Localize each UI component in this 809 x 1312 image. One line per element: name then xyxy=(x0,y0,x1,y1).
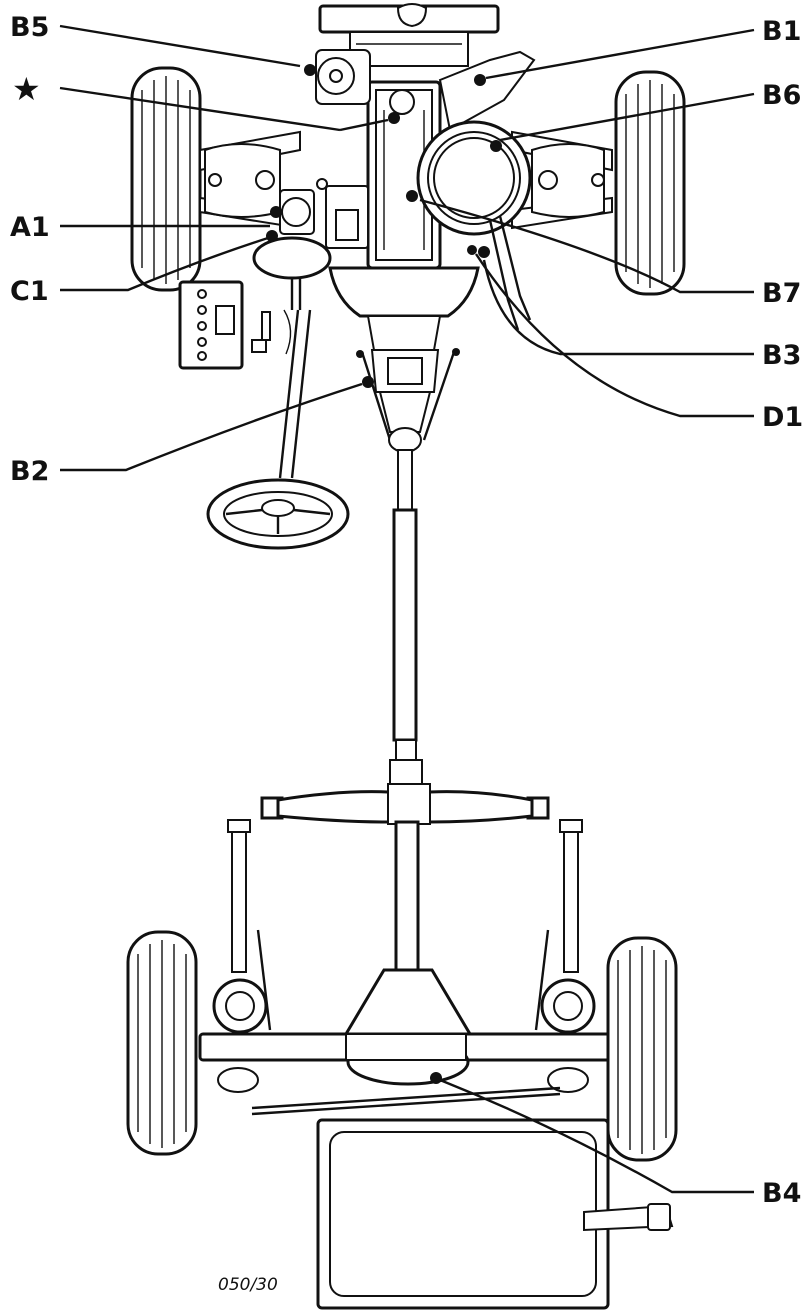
label-B3: B3 xyxy=(762,340,801,371)
label-B7: B7 xyxy=(762,278,801,309)
label-B5: B5 xyxy=(10,12,49,43)
rear-axle xyxy=(198,968,612,1116)
distributor xyxy=(315,49,371,105)
rear-right-wheel xyxy=(606,936,678,1162)
steering-wheel xyxy=(206,309,350,550)
label-B4: B4 xyxy=(762,1178,801,1209)
label-A1: A1 xyxy=(10,212,50,243)
battery xyxy=(178,280,244,370)
front-right-wheel xyxy=(614,70,686,296)
propeller-shaft xyxy=(388,427,423,787)
label-B1: B1 xyxy=(762,16,801,47)
rear-trailing-arms xyxy=(227,819,583,1031)
figure-number: 050/30 xyxy=(218,1275,278,1295)
label-C1: C1 xyxy=(10,276,49,307)
engine-block xyxy=(316,50,536,270)
callout-leaders xyxy=(59,24,755,1194)
pedals xyxy=(251,309,292,355)
exhaust-pipe xyxy=(488,215,532,331)
fuel-tank xyxy=(316,1118,674,1310)
gearbox xyxy=(328,266,480,441)
label-D1: D1 xyxy=(762,402,803,433)
rear-crossmember xyxy=(260,783,550,974)
label-star: ★ xyxy=(12,70,41,108)
front-left-wheel xyxy=(130,66,202,292)
label-B6: B6 xyxy=(762,80,801,111)
rear-left-wheel xyxy=(126,930,198,1156)
front-suspension xyxy=(199,130,613,230)
label-B2: B2 xyxy=(10,456,49,487)
